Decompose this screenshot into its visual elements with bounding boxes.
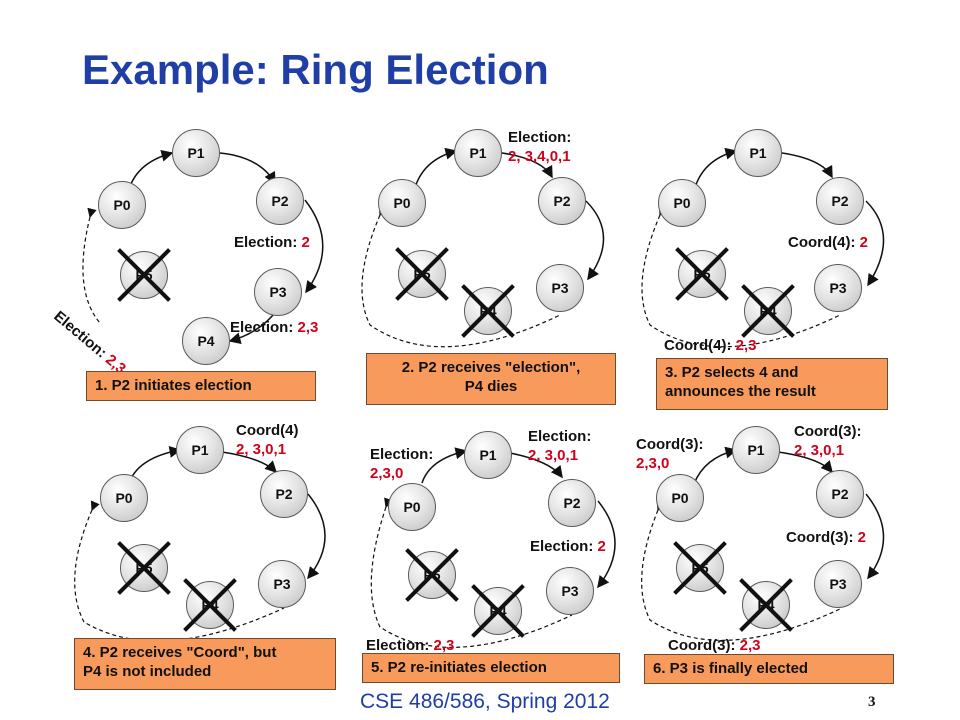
msg-label: Coord(3): 2 <box>786 529 867 546</box>
step-caption: 5. P2 re-initiates election <box>362 653 620 683</box>
panel-5: P1 P0 P2 P5 P3 P4 Election:2, 3,0,1 Elec… <box>330 415 620 695</box>
msg-label: Election: 2,3 <box>230 319 319 336</box>
msg-label: Coord(3):2,3,0 <box>636 436 704 472</box>
node-p3[interactable]: P3 <box>536 264 584 312</box>
node-p2[interactable]: P2 <box>548 479 596 527</box>
failed-cross-p5 <box>390 242 454 306</box>
node-p0[interactable]: P0 <box>388 483 436 531</box>
node-p1[interactable]: P1 <box>734 129 782 177</box>
msg-label: Coord(3):2, 3,0,1 <box>794 423 862 459</box>
node-p1[interactable]: P1 <box>176 426 224 474</box>
node-p1[interactable]: P1 <box>464 431 512 479</box>
failed-cross-p4 <box>466 579 530 643</box>
node-p3[interactable]: P3 <box>814 560 862 608</box>
node-p0[interactable]: P0 <box>98 181 146 229</box>
page-number: 3 <box>868 694 876 710</box>
panel-2: P1 P0 P2 P5 P3 P4 Election:2, 3,4,0,1 2.… <box>330 115 620 405</box>
node-p2[interactable]: P2 <box>256 177 304 225</box>
msg-label: Election:2, 3,0,1 <box>528 428 592 464</box>
node-p3[interactable]: P3 <box>258 560 306 608</box>
node-p2[interactable]: P2 <box>260 470 308 518</box>
msg-label: Coord(4)2, 3,0,1 <box>236 422 299 458</box>
panel-1: P1 P0 P2 P5 P3 P4 Election: 2 Election: … <box>40 115 330 401</box>
failed-cross-p5 <box>112 536 176 600</box>
panel-6: P1 P0 P2 P5 P3 P4 Coord(3):2, 3,0,1 Coor… <box>610 410 900 690</box>
failed-cross-p5 <box>670 242 734 306</box>
node-p1[interactable]: P1 <box>454 129 502 177</box>
step-caption: 1. P2 initiates election <box>86 371 316 401</box>
failed-cross-p4 <box>456 279 520 343</box>
node-p2[interactable]: P2 <box>816 470 864 518</box>
node-p0[interactable]: P0 <box>658 179 706 227</box>
node-p2[interactable]: P2 <box>538 177 586 225</box>
node-p2[interactable]: P2 <box>816 177 864 225</box>
node-p3[interactable]: P3 <box>254 268 302 316</box>
node-p0[interactable]: P0 <box>100 474 148 522</box>
msg-label: Election: 2 <box>530 538 606 555</box>
msg-label: Coord(4): 2,3 <box>664 337 757 354</box>
panel-4: P1 P0 P2 P5 P3 P4 Coord(4)2, 3,0,1 4. P2… <box>40 410 336 690</box>
msg-label: Election:2,3,0 <box>370 446 434 482</box>
msg-label: Coord(4): 2 <box>788 234 869 251</box>
msg-label: Election: 2 <box>234 234 310 251</box>
msg-label: Election: 2,3 <box>366 637 455 654</box>
node-p0[interactable]: P0 <box>656 474 704 522</box>
failed-cross-p5 <box>112 243 176 307</box>
ring-arrows <box>74 445 326 642</box>
node-p0[interactable]: P0 <box>378 179 426 227</box>
step-caption: 2. P2 receives "election",P4 dies <box>366 353 616 405</box>
footer-course: CSE 486/586, Spring 2012 <box>360 690 610 713</box>
failed-cross-p4 <box>734 573 798 637</box>
panel-3: P1 P0 P2 P5 P3 P4 Coord(4): 2 Coord(4): … <box>610 115 900 410</box>
node-p3[interactable]: P3 <box>546 567 594 615</box>
slide-title: Example: Ring Election <box>82 46 549 93</box>
msg-label: Coord(3): 2,3 <box>668 637 761 654</box>
msg-label: Election:2, 3,4,0,1 <box>508 129 572 165</box>
step-caption: 6. P3 is finally elected <box>644 654 894 684</box>
failed-cross-p5 <box>400 543 464 607</box>
node-p1[interactable]: P1 <box>732 426 780 474</box>
failed-cross-p5 <box>668 536 732 600</box>
failed-cross-p4 <box>178 573 242 637</box>
node-p3[interactable]: P3 <box>814 264 862 312</box>
node-p4[interactable]: P4 <box>182 317 230 365</box>
node-p1[interactable]: P1 <box>172 129 220 177</box>
failed-cross-p4 <box>736 279 800 343</box>
